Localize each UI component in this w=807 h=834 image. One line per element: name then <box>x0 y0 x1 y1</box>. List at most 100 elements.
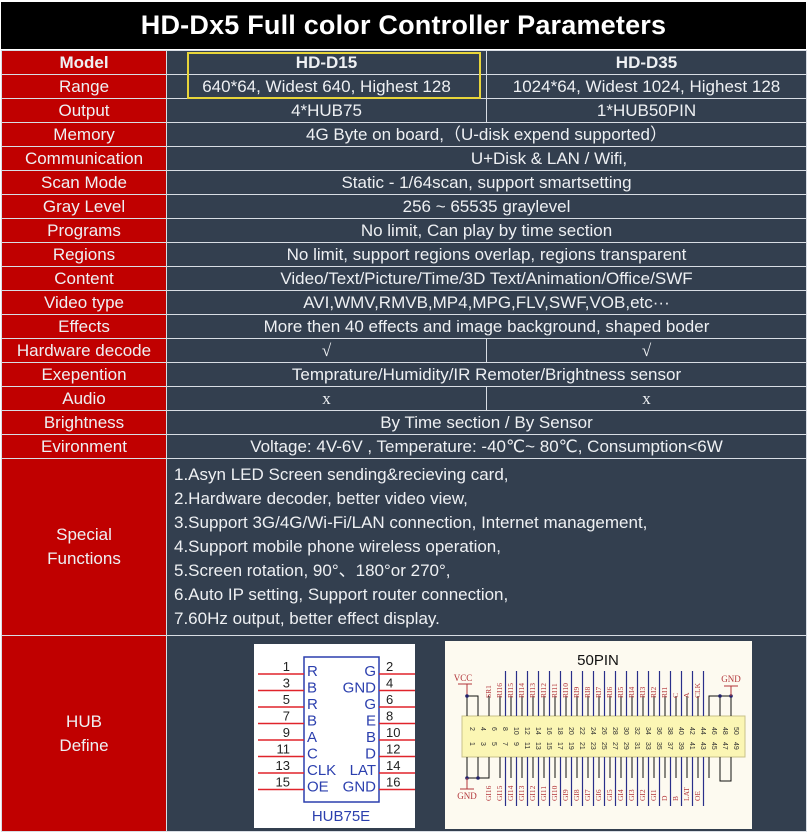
table-row: Output 4*HUB75 1*HUB50PIN <box>1 98 807 123</box>
signal-label: RI14 <box>517 683 526 698</box>
pin-number: 14 <box>534 727 541 735</box>
pin-number: 1 <box>283 659 290 674</box>
signal-label: RI8 <box>583 687 592 699</box>
pin-signal: B <box>307 680 317 697</box>
pin-number: 37 <box>666 742 673 750</box>
signal-label: GI1 <box>649 789 658 801</box>
signal-label: RI3 <box>638 687 647 699</box>
signal-label: GI4 <box>616 789 625 801</box>
list-item: 3.Support 3G/4G/Wi-Fi/LAN connection, In… <box>174 513 648 532</box>
table-row: Audio x x <box>1 386 807 411</box>
row-label: Memory <box>1 122 167 147</box>
pin-number: 26 <box>600 727 607 735</box>
pin-number: 7 <box>501 742 508 746</box>
signal-label: GI13 <box>517 785 526 801</box>
pin-number: 33 <box>644 742 651 750</box>
pin-number: 49 <box>732 742 739 750</box>
pin-number: 31 <box>633 742 640 750</box>
pin-signal: R <box>307 696 318 713</box>
gnd-wire <box>708 695 731 716</box>
pin-signal: C <box>307 746 318 763</box>
signal-label: OE <box>693 791 702 801</box>
pin-number: 8 <box>386 709 393 724</box>
pin-number: 7 <box>283 709 290 724</box>
table-row: Communication U+Disk & LAN / Wifi, <box>1 146 807 171</box>
row-value-d35: 1*HUB50PIN <box>486 98 807 123</box>
list-item: 7.60Hz output, better effect display. <box>174 609 440 628</box>
gnd-wire <box>719 757 732 782</box>
pin-number: 27 <box>611 742 618 750</box>
signal-label: RI9 <box>572 687 581 699</box>
vcc-wire <box>467 695 479 716</box>
signal-label: RI2 <box>649 687 658 699</box>
pin-signal: CLK <box>307 762 336 779</box>
pin-signal: B <box>307 713 317 730</box>
row-label: Range <box>1 74 167 99</box>
pin-number: 15 <box>545 742 552 750</box>
row-value: No limit, support regions overlap, regio… <box>166 242 807 267</box>
row-value: No limit, Can play by time section <box>166 218 807 243</box>
pin-number: 10 <box>386 725 400 740</box>
row-label: Audio <box>1 386 167 411</box>
pin-number: 4 <box>479 727 486 731</box>
row-value-d15: 640*64, Widest 640, Highest 128 <box>166 74 487 99</box>
table-row: Evironment Voltage: 4V-6V , Temperature:… <box>1 434 807 459</box>
header-label: Model <box>1 50 167 75</box>
label-line: Functions <box>47 549 121 568</box>
row-value: AVI,WMV,RMVB,MP4,MPG,FLV,SWF,VOB,etc··· <box>166 290 807 315</box>
table-row: Gray Level 256 ~ 65535 graylevel <box>1 194 807 219</box>
signal-label: GI15 <box>495 785 504 801</box>
signal-label: GI2 <box>638 789 647 801</box>
pin-number: 45 <box>710 742 717 750</box>
signal-label: RI12 <box>539 683 548 698</box>
pin-signal: GND <box>343 779 377 796</box>
special-functions-row: Special Functions 1.Asyn LED Screen send… <box>1 458 807 636</box>
list-item: 6.Auto IP setting, Support router connec… <box>174 585 509 604</box>
special-functions-label: Special Functions <box>1 458 167 636</box>
table-row: Effects More then 40 effects and image b… <box>1 314 807 339</box>
signal-label: LAT <box>682 787 691 801</box>
row-value: By Time section / By Sensor <box>166 410 807 435</box>
signal-label: D <box>660 795 669 801</box>
pin-signal: B <box>366 729 376 746</box>
pin-number: 43 <box>699 742 706 750</box>
pin-number: 6 <box>386 692 393 707</box>
table-row: Hardware decode √ √ <box>1 338 807 363</box>
pin-number: 13 <box>276 758 290 773</box>
pin-number: 16 <box>386 775 400 790</box>
pin-number: 32 <box>633 727 640 735</box>
junction-dot <box>718 694 722 698</box>
row-label: Content <box>1 266 167 291</box>
row-label: Gray Level <box>1 194 167 219</box>
table-row: Content Video/Text/Picture/Time/3D Text/… <box>1 266 807 291</box>
signal-label: RI6 <box>605 687 614 699</box>
signal-label: CLK <box>693 682 702 698</box>
connector-name: HUB75E <box>312 808 370 825</box>
row-value-d15: 4*HUB75 <box>166 98 487 123</box>
signal-label: GI9 <box>561 789 570 801</box>
pin-number: 5 <box>490 742 497 746</box>
hub50pin-pinout-svg: 50PIN21436587109121114131615181720192221… <box>454 652 746 806</box>
table-header-row: Model HD-D15 HD-D35 <box>1 50 807 75</box>
pin-number: 2 <box>468 727 475 731</box>
signal-label: RI5 <box>616 687 625 699</box>
pin-number: 36 <box>655 727 662 735</box>
table-row: Memory 4G Byte on board,（U-disk expend s… <box>1 122 807 147</box>
row-label: Brightness <box>1 410 167 435</box>
pin-number: 21 <box>578 742 585 750</box>
row-value: Video/Text/Picture/Time/3D Text/Animatio… <box>166 266 807 291</box>
pin-number: 4 <box>386 676 393 691</box>
row-label: Regions <box>1 242 167 267</box>
list-item: 4.Support mobile phone wireless operatio… <box>174 537 501 556</box>
pin-number: 46 <box>710 727 717 735</box>
pin-signal: A <box>307 729 317 746</box>
signal-label: GI8 <box>572 789 581 801</box>
pin-number: 9 <box>512 742 519 746</box>
table-row: Range 640*64, Widest 640, Highest 128 10… <box>1 74 807 99</box>
signal-label: GI16 <box>484 785 493 801</box>
signal-label: GI5 <box>605 789 614 801</box>
pin-signal: R <box>307 663 318 680</box>
signal-label: GI6 <box>594 789 603 801</box>
signal-label: GI14 <box>506 785 515 801</box>
